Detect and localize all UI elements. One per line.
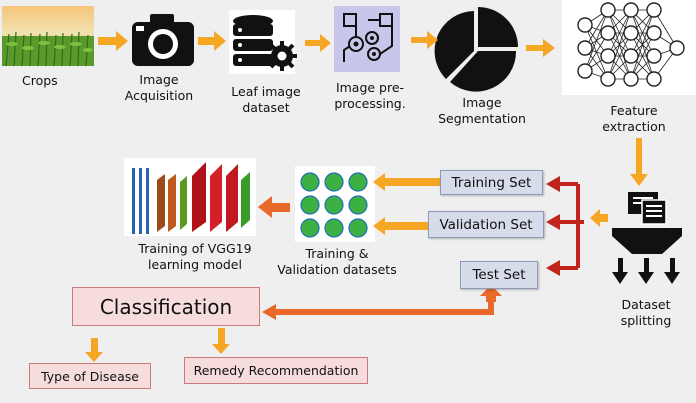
nn-node [600,48,616,64]
dataset-dot [324,195,344,215]
dataset-dot [348,218,368,238]
dataset-dot [300,218,320,238]
dots-grid-icon [295,166,375,242]
training-set-box: Training Set [440,170,543,195]
label-training-vgg19: Training of VGG19 learning model [138,241,252,272]
classification-link-arrows [258,196,502,320]
nn-node [646,48,662,64]
pie-segmentation-icon [434,7,518,92]
nn-node [623,71,639,87]
remedy-recommendation-box: Remedy Recommendation [184,357,368,384]
dataset-dot [324,218,344,238]
nn-node [577,63,593,79]
label-leaf-image-dataset: Leaf image dataset [231,84,301,115]
nn-node [623,2,639,18]
label-dataset-splitting: Dataset splitting [620,297,672,328]
nn-node [669,40,685,56]
test-set-box: Test Set [460,261,538,289]
split-red-arrows [546,176,584,276]
nn-node [646,2,662,18]
nn-node [623,25,639,41]
label-feature-extraction: Feature extraction [602,103,666,134]
nn-node [577,17,593,33]
label-training-validation-datasets: Training & Validation datasets [277,246,397,277]
gears-process-icon [334,6,400,72]
nn-node [600,2,616,18]
dataset-dot [348,172,368,192]
nn-node [600,71,616,87]
dataset-dot [300,195,320,215]
camera-icon [132,14,194,66]
nn-node [577,40,593,56]
funnel-split-icon [612,192,682,284]
nn-node [646,25,662,41]
label-image-segmentation: Image Segmentation [438,95,526,126]
label-image-acquisition: Image Acquisition [124,72,194,103]
dataset-dot [348,195,368,215]
classification-box: Classification [72,287,260,326]
label-crops: Crops [22,73,58,88]
nn-node [600,25,616,41]
neural-network-icon [562,0,696,95]
dataset-dot [300,172,320,192]
nn-node [646,71,662,87]
dataset-dot [324,172,344,192]
label-image-preprocessing: Image pre- processing. [334,80,406,111]
cnn-layers-icon [124,158,256,236]
type-of-disease-box: Type of Disease [29,363,151,389]
validation-set-box: Validation Set [428,211,544,238]
top-flow-arrows [85,31,648,362]
nn-node [623,48,639,64]
crops-field-image [2,6,94,67]
database-gear-icon [229,10,297,74]
